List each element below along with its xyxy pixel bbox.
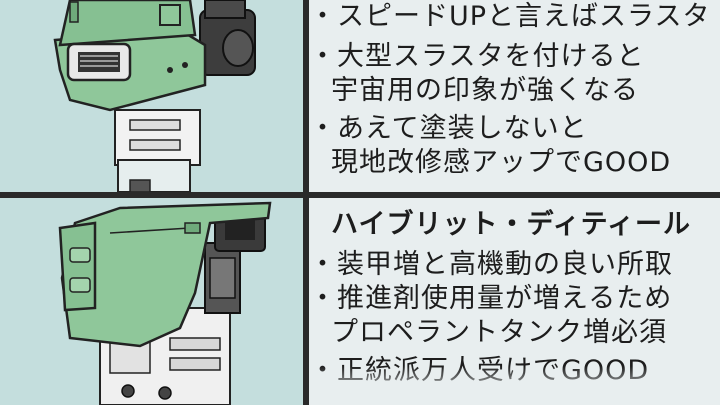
illustration-top	[0, 0, 303, 192]
illustration-bottom	[0, 198, 303, 405]
text-line-7: ・推進剤使用量が増えるため	[309, 283, 673, 314]
text-panel-top: ・スピードUPと言えばスラスタ ・大型スラスタを付けると 宇宙用の印象が強くなる…	[309, 0, 720, 192]
text-line-1: ・スピードUPと言えばスラスタ	[309, 1, 711, 32]
mecha-drawing-bottom	[58, 201, 272, 405]
text-line-3: 宇宙用の印象が強くなる	[331, 75, 639, 106]
text-line-6: ・装甲増と高機動の良い所取	[309, 249, 673, 280]
mecha-drawing-top	[53, 0, 256, 192]
text-line-8: プロペラントタンク増必須	[331, 317, 667, 348]
panel-divider-vertical	[303, 0, 309, 405]
text-fade-overlay	[309, 366, 720, 405]
text-line-5: 現地改修感アップでGOOD	[331, 147, 672, 178]
text-panel-bottom: ハイブリット・ディティール ・装甲増と高機動の良い所取 ・推進剤使用量が増えるた…	[309, 198, 720, 405]
text-line-2: ・大型スラスタを付けると	[309, 41, 645, 72]
text-heading: ハイブリット・ディティール	[331, 209, 691, 240]
text-line-4: ・あえて塗装しないと	[309, 113, 588, 144]
panel-divider-horizontal	[0, 192, 720, 198]
